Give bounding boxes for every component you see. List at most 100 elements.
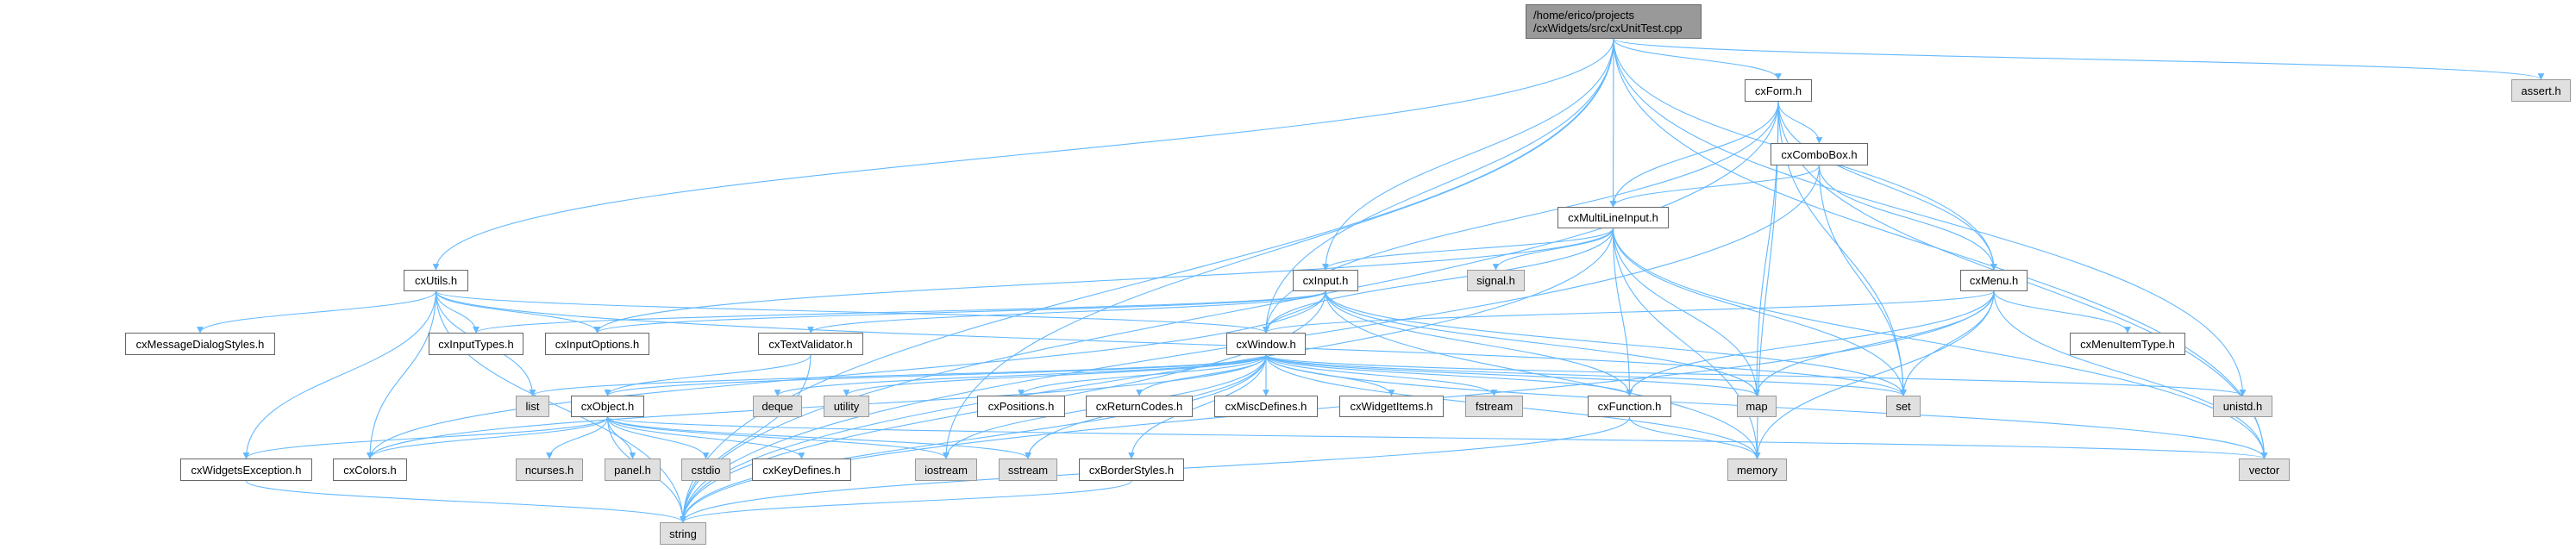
node-label: vector: [2248, 463, 2280, 477]
node-map[interactable]: map: [1737, 396, 1777, 417]
node-cxInputOptions[interactable]: cxInputOptions.h: [545, 333, 649, 355]
edge-cxInput-to-cxInputOptions: [593, 290, 1326, 334]
node-utility[interactable]: utility: [824, 396, 869, 417]
node-string[interactable]: string: [660, 522, 706, 545]
edge-cxForm-to-string: [680, 101, 1779, 523]
edge-cxWindow-to-deque: [774, 354, 1267, 396]
node-iostream[interactable]: iostream: [915, 459, 977, 481]
node-label: cstdio: [691, 463, 721, 477]
node-cxMessageDialogStyles[interactable]: cxMessageDialogStyles.h: [125, 333, 275, 355]
node-label: cxInputOptions.h: [555, 337, 640, 351]
node-label: cxMiscDefines.h: [1225, 400, 1307, 413]
edge-cxWindow-to-utility: [843, 354, 1267, 396]
node-cxTextValidator[interactable]: cxTextValidator.h: [758, 333, 863, 355]
node-label: cxInputTypes.h: [438, 337, 514, 351]
node-set[interactable]: set: [1886, 396, 1921, 417]
node-cxComboBox[interactable]: cxComboBox.h: [1771, 143, 1868, 165]
edge-cxMenu-to-cxMenuItemType: [1993, 290, 2131, 334]
node-root[interactable]: /home/erico/projects/cxWidgets/src/cxUni…: [1526, 4, 1702, 39]
node-cxWindow[interactable]: cxWindow.h: [1226, 333, 1306, 355]
node-cxObject[interactable]: cxObject.h: [571, 396, 644, 417]
node-label: utility: [833, 400, 860, 413]
node-label: cxBorderStyles.h: [1088, 463, 1175, 477]
node-list[interactable]: list: [516, 396, 549, 417]
edge-cxWindow-to-cxColors: [367, 354, 1267, 459]
edge-cxWindow-to-unistd: [1265, 354, 2247, 396]
node-sstream[interactable]: sstream: [999, 459, 1057, 481]
node-label: cxMenuItemType.h: [2080, 337, 2175, 351]
node-cxKeyDefines[interactable]: cxKeyDefines.h: [752, 459, 851, 481]
node-label: cxTextValidator.h: [768, 337, 853, 351]
node-cxColors[interactable]: cxColors.h: [333, 459, 407, 481]
node-label: sstream: [1007, 463, 1049, 477]
node-cxWidgetsException[interactable]: cxWidgetsException.h: [180, 459, 312, 481]
edge-cxWidgetsException-to-string: [245, 480, 686, 523]
node-cxInput[interactable]: cxInput.h: [1293, 270, 1358, 291]
node-cxMenu[interactable]: cxMenu.h: [1960, 270, 2028, 291]
node-fstream[interactable]: fstream: [1465, 396, 1523, 417]
edge-cxUtils-to-string: [435, 290, 686, 523]
edge-cxMultiLineInput-to-cxInput: [1322, 228, 1614, 271]
node-label: unistd.h: [2222, 400, 2263, 413]
node-vector[interactable]: vector: [2239, 459, 2290, 481]
edge-cxComboBox-to-cxMenu: [1818, 165, 1997, 271]
edge-cxObject-to-cstdio: [606, 416, 710, 459]
edge-cxMenu-to-memory: [1753, 290, 1995, 459]
node-label: cxReturnCodes.h: [1095, 400, 1183, 413]
edge-cxMultiLineInput-to-memory: [1612, 228, 1761, 459]
root-file-label: /home/erico/projects: [1533, 9, 1635, 22]
node-label: set: [1896, 400, 1911, 413]
edge-cxWindow-to-cxBorderStyles: [1128, 354, 1267, 459]
node-label: cxMessageDialogStyles.h: [135, 337, 265, 351]
node-label: cxComboBox.h: [1781, 147, 1858, 161]
edge-cxUtils-to-cxMessageDialogStyles: [197, 290, 437, 334]
edge-cxObject-to-cxWidgetsException: [242, 416, 609, 459]
node-cxUtils[interactable]: cxUtils.h: [404, 270, 468, 291]
edge-cxObject-to-iostream: [606, 416, 950, 459]
edge-root-to-cxUtils: [432, 38, 1614, 271]
edge-cxMultiLineInput-to-signal: [1492, 228, 1614, 271]
node-cxBorderStyles[interactable]: cxBorderStyles.h: [1079, 459, 1184, 481]
node-label: cxWidgetItems.h: [1350, 400, 1433, 413]
node-label: cxPositions.h: [987, 400, 1055, 413]
edge-cxMultiLineInput-to-cxInputOptions: [593, 228, 1614, 334]
edge-cxInput-to-map: [1325, 290, 1760, 396]
node-signal[interactable]: signal.h: [1467, 270, 1525, 291]
node-cxForm[interactable]: cxForm.h: [1745, 79, 1812, 102]
edge-cxBorderStyles-to-string: [680, 480, 1132, 523]
node-label: map: [1746, 400, 1768, 413]
node-cxInputTypes[interactable]: cxInputTypes.h: [429, 333, 523, 355]
node-cxReturnCodes[interactable]: cxReturnCodes.h: [1086, 396, 1193, 417]
edge-root-to-iostream: [943, 38, 1614, 459]
edge-cxInput-to-cxFunction: [1325, 290, 1633, 396]
node-cxPositions[interactable]: cxPositions.h: [977, 396, 1065, 417]
edge-root-to-assert: [1613, 38, 2545, 80]
edge-cxFunction-to-memory: [1628, 416, 1761, 459]
node-memory[interactable]: memory: [1727, 459, 1787, 481]
edge-cxObject-to-vector: [606, 416, 2267, 459]
node-cstdio[interactable]: cstdio: [681, 459, 730, 481]
node-cxFunction[interactable]: cxFunction.h: [1588, 396, 1671, 417]
node-cxMenuItemType[interactable]: cxMenuItemType.h: [2070, 333, 2185, 355]
edge-cxForm-to-cxMenu: [1777, 101, 1997, 271]
node-ncurses[interactable]: ncurses.h: [516, 459, 583, 481]
node-cxMultiLineInput[interactable]: cxMultiLineInput.h: [1558, 207, 1669, 228]
node-panel[interactable]: panel.h: [605, 459, 661, 481]
node-cxWidgetItems[interactable]: cxWidgetItems.h: [1339, 396, 1444, 417]
edge-cxWindow-to-fstream: [1265, 354, 1498, 396]
edge-cxWindow-to-cxFunction: [1265, 354, 1633, 396]
edge-cxTextValidator-to-cxObject: [604, 354, 812, 396]
node-deque[interactable]: deque: [753, 396, 802, 417]
edge-root-to-cxInput: [1322, 38, 1614, 271]
edge-cxUtils-to-cxWindow: [435, 290, 1269, 334]
edge-cxWindow-to-list: [529, 354, 1267, 396]
edge-cxMenu-to-cxFunction: [1626, 290, 1995, 396]
node-label: panel.h: [614, 463, 651, 477]
node-cxMiscDefines[interactable]: cxMiscDefines.h: [1214, 396, 1318, 417]
node-unistd[interactable]: unistd.h: [2213, 396, 2272, 417]
node-label: string: [669, 527, 697, 540]
edge-cxUtils-to-cxInputTypes: [435, 290, 479, 334]
node-assert[interactable]: assert.h: [2511, 79, 2571, 102]
edge-cxInput-to-cxColors: [367, 290, 1326, 459]
